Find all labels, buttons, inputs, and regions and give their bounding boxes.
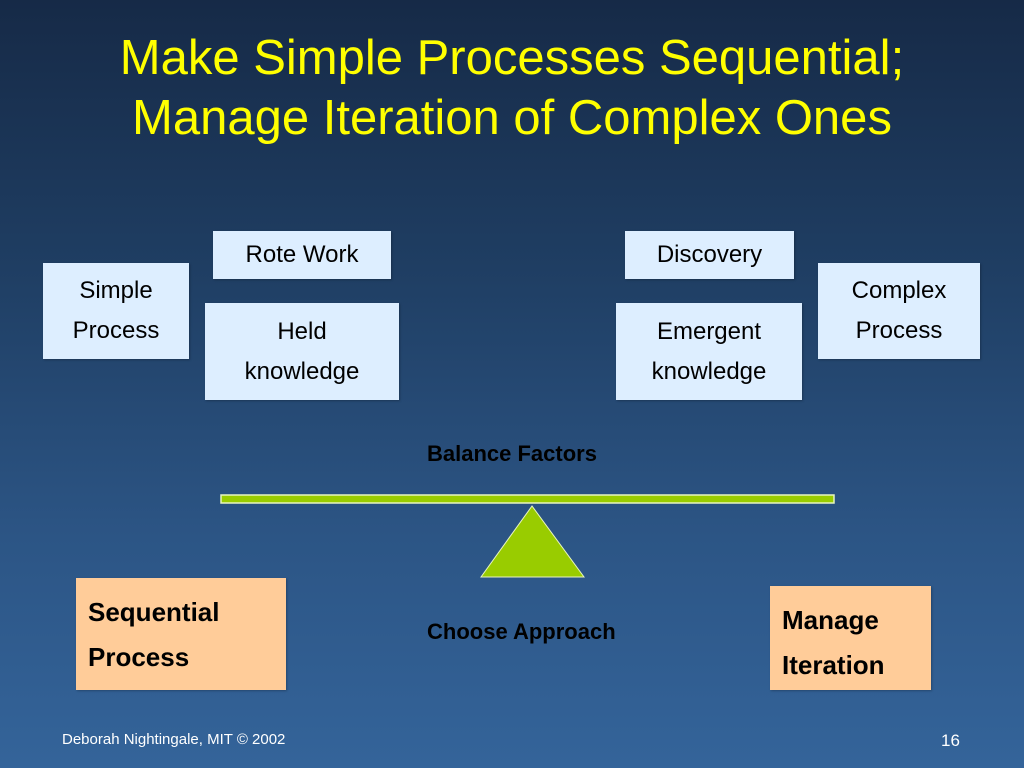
footer-author: Deborah Nightingale, MIT © 2002 bbox=[62, 731, 286, 748]
balance-beam bbox=[220, 494, 835, 504]
complex-process-line-2: Process bbox=[855, 317, 943, 344]
complex-process-line-1: Complex bbox=[851, 277, 947, 304]
choose-approach-label: Choose Approach bbox=[427, 619, 616, 644]
manage-iteration-line-1: Manage bbox=[782, 605, 879, 635]
simple-process-line-1: Simple bbox=[79, 277, 153, 304]
discovery-box: Discovery bbox=[625, 231, 794, 279]
sequential-process-box: Sequential Process bbox=[76, 578, 286, 690]
emergent-knowledge-line-1: Emergent bbox=[656, 317, 762, 345]
fulcrum-triangle bbox=[480, 505, 585, 578]
manage-iteration-line-2: Iteration bbox=[782, 650, 885, 680]
rote-work-label: Rote Work bbox=[245, 241, 359, 268]
simple-process-line-2: Process bbox=[72, 317, 160, 344]
simple-process-box: Simple Process bbox=[43, 263, 189, 359]
emergent-knowledge-box: Emergent knowledge bbox=[616, 303, 802, 400]
emergent-knowledge-line-2: knowledge bbox=[651, 357, 767, 385]
page-number: 16 bbox=[941, 731, 960, 750]
held-knowledge-line-2: knowledge bbox=[244, 357, 360, 385]
rote-work-box: Rote Work bbox=[213, 231, 391, 279]
balance-factors-label: Balance Factors bbox=[427, 441, 597, 466]
held-knowledge-box: Held knowledge bbox=[205, 303, 399, 400]
title-line-2: Manage Iteration of Complex Ones bbox=[132, 91, 892, 145]
sequential-process-line-2: Process bbox=[88, 642, 190, 672]
complex-process-box: Complex Process bbox=[818, 263, 980, 359]
held-knowledge-line-1: Held bbox=[277, 317, 327, 345]
title-line-1: Make Simple Processes Sequential; bbox=[119, 31, 905, 85]
slide-title: Make Simple Processes Sequential; Manage… bbox=[0, 28, 1024, 148]
manage-iteration-box: Manage Iteration bbox=[770, 586, 931, 690]
discovery-label: Discovery bbox=[656, 241, 763, 268]
sequential-process-line-1: Sequential bbox=[88, 597, 220, 627]
